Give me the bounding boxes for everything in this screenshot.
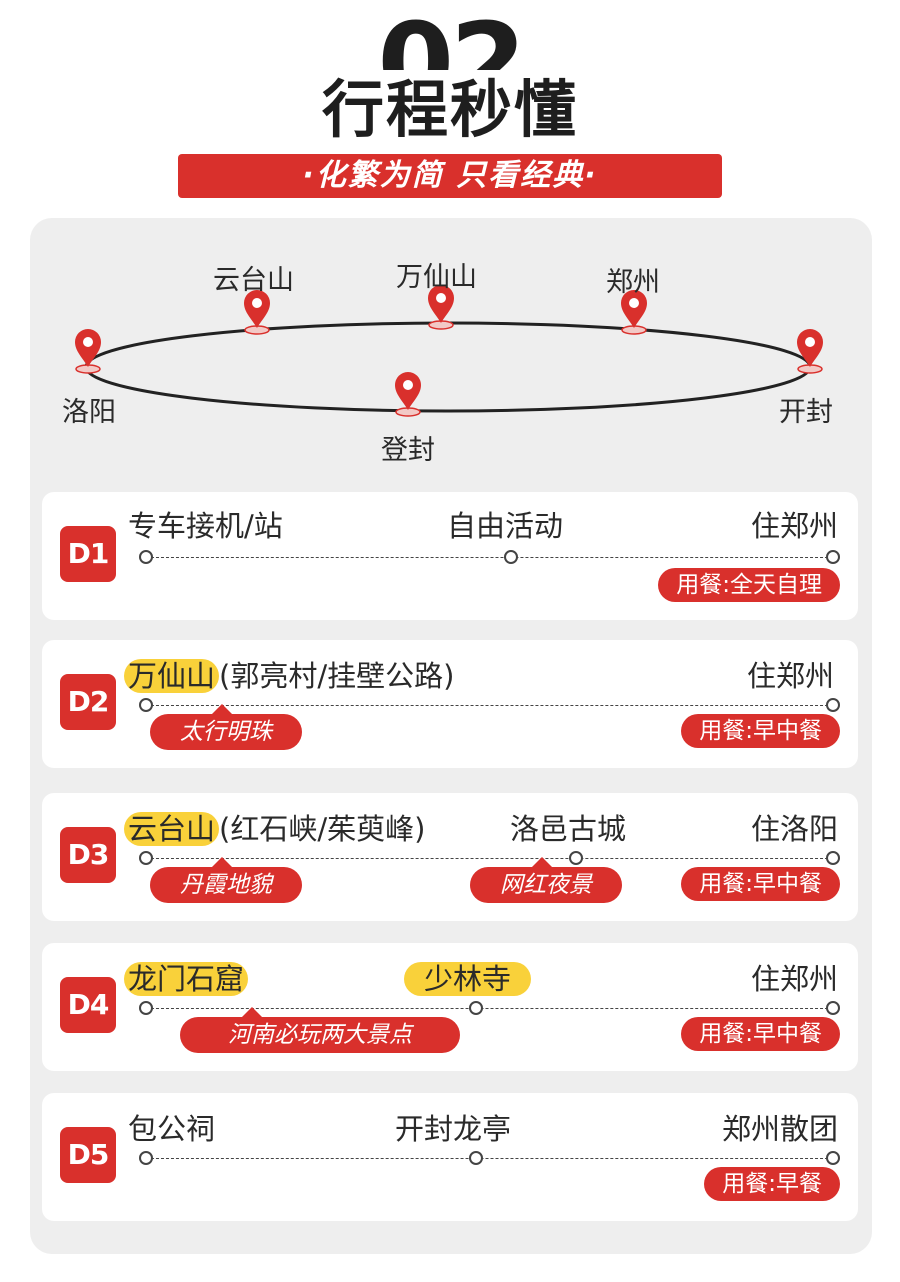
timeline-dot [826,851,840,865]
map-label-dengfeng: 登封 [381,435,435,466]
timeline-dot [826,550,840,564]
timeline-dot [569,851,583,865]
subtitle-banner: ·化繁为简 只看经典· [178,154,722,198]
meal-badge: 用餐:早中餐 [681,867,840,901]
day-card-d5: D5 包公祠 开封龙亭 郑州散团 用餐:早餐 [42,1093,858,1221]
timeline-dot [469,1151,483,1165]
day-badge: D5 [60,1127,116,1183]
day-card-d1: D1 专车接机/站 自由活动 住郑州 用餐:全天自理 [42,492,858,620]
stop-wanxianshan: 万仙山(郭亮村/挂壁公路) [124,656,454,696]
meal-badge: 用餐:全天自理 [658,568,840,602]
timeline-dot [139,1001,153,1015]
highlight-attraction: 万仙山 [124,659,220,693]
meal-badge: 用餐:早餐 [704,1167,840,1201]
map-label-yuntaishan: 云台山 [213,265,294,296]
stop-longmen-grottoes: 龙门石窟 [124,959,249,999]
page-title: 行程秒懂 [321,73,578,146]
stop-kaifeng-longting: 开封龙亭 [395,1112,512,1146]
tag-must-visit: 河南必玩两大景点 [180,1007,460,1053]
map-label-zhengzhou: 郑州 [606,267,660,298]
map-label-kaifeng: 开封 [779,397,833,428]
stop-yuntaishan: 云台山(红石峡/茱萸峰) [124,809,425,849]
day-badge: D2 [60,674,116,730]
stop-stay: 住洛阳 [750,812,838,846]
day-badge: D1 [60,526,116,582]
stop-shaolin-temple: 少林寺 [404,959,532,999]
pin-icon-luoyang [74,328,102,374]
map-label-luoyang: 洛阳 [62,397,116,428]
day-badge: D4 [60,977,116,1033]
route-loop [84,321,812,413]
meal-badge: 用餐:早中餐 [681,714,840,748]
timeline-dot [139,550,153,564]
attraction-detail: (红石峡/茱萸峰) [219,812,426,846]
timeline-dot [139,1151,153,1165]
highlight-attraction: 龙门石窟 [124,962,249,996]
tag-night-view: 网红夜景 [470,857,622,903]
route-map [74,284,824,417]
timeline-dot [469,1001,483,1015]
stop-stay: 住郑州 [746,659,834,693]
tag-danxia-landform: 丹霞地貌 [150,857,302,903]
timeline-dot [826,1001,840,1015]
day-card-d2: D2 万仙山(郭亮村/挂壁公路) 住郑州 太行明珠 用餐:早中餐 [42,640,858,768]
stop-stay: 住郑州 [750,962,838,996]
timeline-dot [139,851,153,865]
pin-icon-kaifeng [796,328,824,374]
stop-free-activity: 自由活动 [447,509,564,543]
day-card-d4: D4 龙门石窟 少林寺 住郑州 河南必玩两大景点 用餐:早中餐 [42,943,858,1071]
stop-dismiss: 郑州散团 [721,1112,838,1146]
timeline-dot [139,698,153,712]
section-number: 02 [0,8,900,70]
meal-badge: 用餐:早中餐 [681,1017,840,1051]
stop-stay: 住郑州 [750,509,838,543]
attraction-detail: (郭亮村/挂壁公路) [219,659,455,693]
map-label-wanxianshan: 万仙山 [396,262,477,293]
timeline [146,1008,838,1009]
stop-luoyi-ancient-city: 洛邑古城 [510,812,627,846]
day-card-d3: D3 云台山(红石峡/茱萸峰) 洛邑古城 住洛阳 丹霞地貌 网红夜景 用餐:早中… [42,793,858,921]
tag-taihang-pearl: 太行明珠 [150,704,302,750]
timeline-dot [826,1151,840,1165]
highlight-attraction: 少林寺 [404,962,532,996]
stop-airport-pickup: 专车接机/站 [128,509,283,543]
timeline [146,557,838,558]
stop-bao-gong-temple: 包公祠 [128,1112,216,1146]
highlight-attraction: 云台山 [124,812,220,846]
timeline-dot [826,698,840,712]
timeline-dot [504,550,518,564]
pin-icon-dengfeng [394,371,422,417]
timeline [146,705,838,706]
timeline [146,1158,838,1159]
day-badge: D3 [60,827,116,883]
timeline [146,858,838,859]
